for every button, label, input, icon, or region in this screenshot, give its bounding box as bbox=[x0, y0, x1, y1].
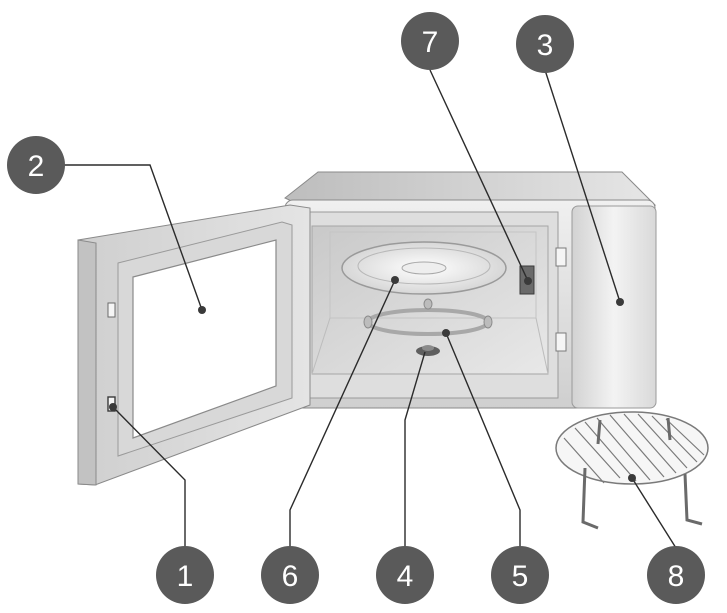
leader-6 bbox=[289, 279, 396, 548]
leader-1 bbox=[112, 406, 186, 548]
door-hook-upper bbox=[107, 302, 116, 318]
leader-4 bbox=[404, 351, 426, 548]
dot-8 bbox=[628, 474, 636, 482]
microwave-door bbox=[77, 204, 311, 486]
callout-5-label: 5 bbox=[512, 560, 529, 593]
leader-8 bbox=[631, 477, 677, 549]
callout-6-label: 6 bbox=[282, 560, 299, 593]
dot-6 bbox=[391, 276, 399, 284]
callout-4-label: 4 bbox=[397, 560, 414, 593]
dot-3 bbox=[616, 298, 624, 306]
roller-ring bbox=[363, 298, 493, 336]
leader-2 bbox=[62, 164, 203, 311]
callout-3: 3 bbox=[516, 15, 574, 73]
callout-4: 4 bbox=[376, 546, 434, 604]
callout-1-label: 1 bbox=[177, 560, 194, 593]
control-panel bbox=[571, 205, 657, 409]
turntable-shaft bbox=[416, 345, 440, 356]
door-window bbox=[132, 239, 277, 439]
callout-5: 5 bbox=[491, 546, 549, 604]
callout-2-label: 2 bbox=[28, 150, 45, 183]
callout-2: 2 bbox=[7, 136, 65, 194]
callout-7: 7 bbox=[401, 12, 459, 70]
callout-8-label: 8 bbox=[668, 560, 685, 593]
dot-2 bbox=[198, 306, 206, 314]
dot-1 bbox=[109, 403, 117, 411]
callout-6: 6 bbox=[261, 546, 319, 604]
leader-lines bbox=[62, 69, 677, 549]
callout-8: 8 bbox=[647, 546, 705, 604]
dot-5 bbox=[442, 329, 450, 337]
door-latch-slot-lower bbox=[555, 332, 567, 352]
glass-tray bbox=[341, 241, 507, 295]
leader-5 bbox=[445, 332, 521, 548]
leader-dots bbox=[109, 276, 636, 482]
door-latch-slot-upper bbox=[555, 247, 567, 267]
grill-rack bbox=[555, 411, 709, 530]
leader-7 bbox=[429, 69, 529, 282]
callout-3-label: 3 bbox=[537, 29, 554, 62]
leader-3 bbox=[544, 69, 621, 303]
callout-1: 1 bbox=[156, 546, 214, 604]
callout-7-label: 7 bbox=[422, 26, 439, 59]
dot-7 bbox=[524, 277, 532, 285]
